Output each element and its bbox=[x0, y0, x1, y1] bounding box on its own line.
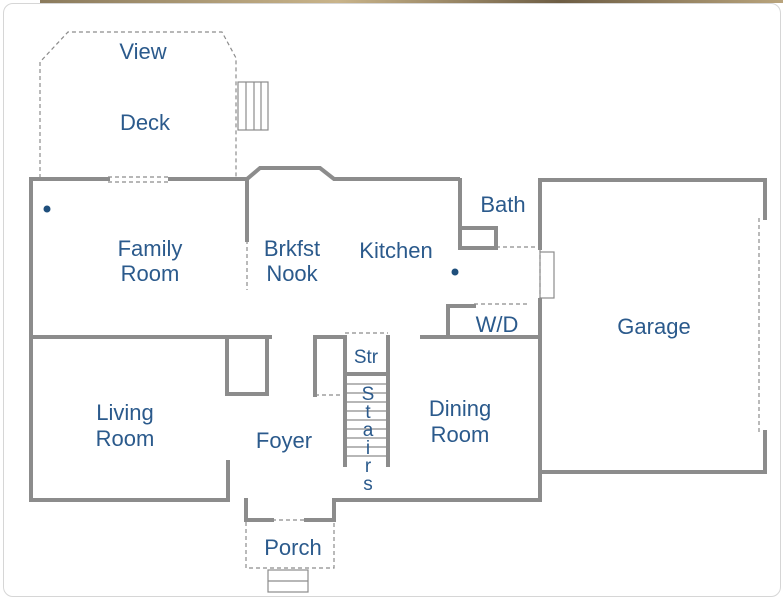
porch-label: Porch bbox=[264, 535, 321, 560]
dining-room-label-2: Room bbox=[431, 422, 490, 447]
brkfst-nook-label-1: Brkfst bbox=[264, 236, 320, 261]
family-room-label-1: Family bbox=[118, 236, 183, 261]
stairs-letter: S bbox=[362, 384, 375, 405]
living-room-label-2: Room bbox=[96, 426, 155, 451]
view-label: View bbox=[119, 39, 166, 64]
living-room-label-1: Living bbox=[96, 400, 153, 425]
deck-label: Deck bbox=[120, 110, 171, 135]
deck-outline bbox=[39, 31, 237, 178]
foyer-label: Foyer bbox=[256, 428, 312, 453]
stairs-letter: t bbox=[365, 402, 371, 423]
garage-label: Garage bbox=[617, 314, 690, 339]
kitchen-fixture bbox=[539, 251, 555, 299]
porch-step bbox=[267, 569, 309, 593]
stairs-letter: r bbox=[365, 456, 372, 477]
stair-treads bbox=[347, 383, 386, 457]
stairs-letter: s bbox=[363, 474, 373, 495]
stairs-letter: a bbox=[363, 420, 374, 441]
stairs-label: S t a i r s bbox=[362, 384, 375, 495]
top-photo-strip bbox=[40, 0, 783, 3]
family-room-label-2: Room bbox=[121, 261, 180, 286]
deck-steps bbox=[237, 81, 269, 131]
interior-walls bbox=[29, 177, 542, 467]
kitchen-marker bbox=[451, 268, 459, 276]
family-door bbox=[108, 176, 170, 183]
kitchen-label: Kitchen bbox=[359, 238, 432, 263]
stairs-letter: i bbox=[366, 438, 370, 459]
porch-outline bbox=[245, 522, 335, 569]
exterior-walls bbox=[29, 166, 767, 522]
dining-room-label-1: Dining bbox=[429, 396, 491, 421]
brkfst-nook-label-2: Nook bbox=[266, 261, 318, 286]
wd-label: W/D bbox=[476, 312, 519, 337]
storage-label: Str bbox=[354, 347, 379, 368]
bath-label: Bath bbox=[480, 192, 525, 217]
family-room-marker bbox=[43, 205, 51, 213]
